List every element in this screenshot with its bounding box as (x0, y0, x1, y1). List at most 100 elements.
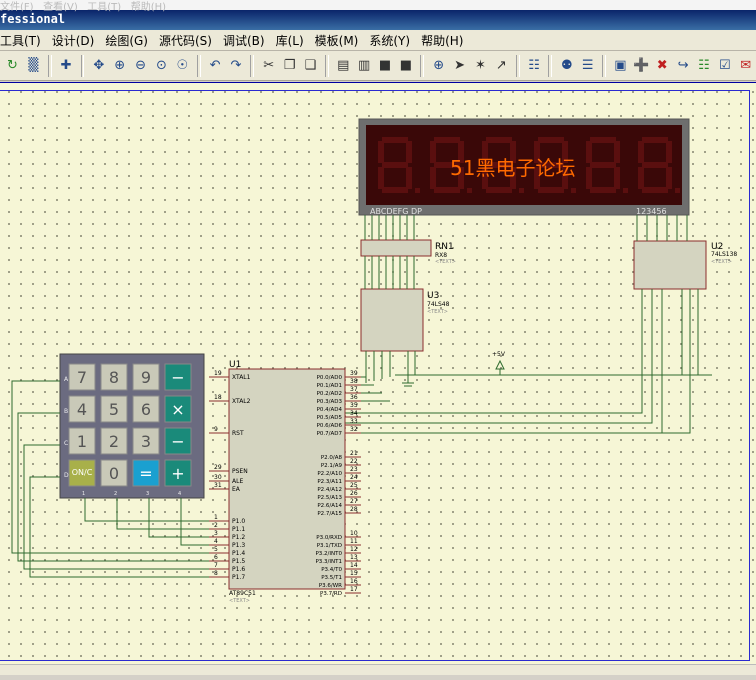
pan-icon[interactable]: ✥ (93, 58, 105, 73)
menu-item-4[interactable]: 调试(B) (222, 33, 265, 48)
u1-pin-name: P1.7 (232, 574, 245, 581)
wire-autorouter-icon[interactable]: ☷ (528, 58, 540, 73)
wire-keypad-col-1 (116, 498, 209, 530)
segment-c (458, 167, 464, 189)
electrical-check-icon[interactable]: ☑ (719, 58, 731, 73)
u1-at89c51-mcu[interactable]: U1AT89C51<TEXT>19XTAL118XTAL29RST29PSEN3… (209, 360, 361, 604)
property-tool-icon[interactable]: ☰ (581, 58, 594, 73)
cut-icon[interactable]: ✂ (263, 58, 275, 73)
copy-icon[interactable]: ❐ (283, 58, 296, 73)
key-button[interactable] (164, 395, 192, 423)
zoom-area-icon[interactable]: ☉ (176, 58, 189, 73)
menu-item-0[interactable]: 工具(T) (0, 33, 41, 48)
key-button[interactable] (68, 427, 96, 455)
u1-pin-name: P0.4/AD4 (317, 407, 343, 413)
zoom-in-icon[interactable]: ⊕ (114, 58, 126, 73)
digit-5 (586, 137, 628, 193)
key-label: 9 (141, 368, 151, 387)
zoom-all-icon[interactable]: ⊙ (156, 58, 167, 73)
menu-item-2[interactable]: 绘图(G) (105, 33, 148, 48)
segment-e (586, 167, 592, 189)
menu-item-3[interactable]: 源代码(S) (158, 33, 212, 48)
key-button[interactable] (132, 363, 160, 391)
key-button[interactable] (132, 459, 160, 487)
segment-c (614, 167, 620, 189)
redo-icon[interactable]: ↷ (230, 58, 242, 73)
key-button[interactable] (100, 395, 128, 423)
search-icon[interactable]: ⚉ (560, 58, 573, 73)
package-icon[interactable]: ✶ (474, 58, 486, 73)
u1-pin-number: 28 (350, 506, 358, 513)
u1-pin-number: 36 (350, 394, 358, 401)
u1-pin-number: 39 (350, 370, 358, 377)
u2-ref: U2 (711, 242, 723, 252)
goto-sheet-icon[interactable]: ↪ (677, 58, 689, 73)
key-label: 0 (109, 464, 119, 483)
menu-item-6[interactable]: 模板(M) (314, 33, 359, 48)
segment-f (430, 141, 436, 163)
key-button[interactable] (164, 459, 192, 487)
grid-icon[interactable]: ▒ (28, 58, 39, 73)
remove-sheet-icon[interactable]: ✖ (656, 58, 668, 73)
key-button[interactable] (100, 363, 128, 391)
u1-pin-name: P3.6/WR (319, 583, 342, 589)
paste-icon[interactable]: ❑ (304, 58, 317, 73)
u1-pin-name: XTAL2 (232, 398, 251, 405)
add-sheet-icon[interactable]: ➕ (633, 58, 650, 73)
zoom-out-icon[interactable]: ⊖ (135, 58, 147, 73)
key-button[interactable] (164, 363, 192, 391)
u1-pin-name: P2.0/A8 (321, 455, 343, 461)
key-button[interactable] (132, 395, 160, 423)
origin-icon[interactable]: ✚ (60, 58, 72, 73)
menu-item-5[interactable]: 库(L) (275, 33, 304, 48)
toolbar-separator (420, 54, 425, 77)
segment-d (590, 187, 616, 193)
segment-f (482, 141, 488, 163)
u1-pin-number: 18 (214, 394, 222, 401)
key-button[interactable] (68, 459, 96, 487)
keypad-col-label: 3 (146, 491, 149, 497)
netlist-icon[interactable]: ✉ (740, 58, 752, 73)
pick-device-icon[interactable]: ⊕ (433, 58, 445, 73)
key-button[interactable] (132, 427, 160, 455)
block-delete-icon[interactable]: ■ (399, 58, 413, 73)
block-move-icon[interactable]: ▥ (357, 58, 371, 73)
u2-text: <TEXT> (711, 259, 732, 265)
key-button[interactable] (68, 395, 96, 423)
u1-pin-name: P0.6/AD6 (317, 423, 343, 429)
make-device-icon[interactable]: ➤ (454, 58, 465, 73)
u2-body (633, 240, 707, 290)
u1-pin-number: 2 (214, 522, 218, 529)
toolbar-separator (80, 54, 85, 77)
key-button[interactable] (100, 459, 128, 487)
block-copy-icon[interactable]: ▤ (337, 58, 350, 73)
u3-ref: U3 (427, 291, 439, 301)
wire-keypad-row-1 (17, 412, 209, 562)
bill-of-materials-icon[interactable]: ☷ (698, 58, 710, 73)
segment-d (486, 187, 512, 193)
refresh-icon[interactable]: ↻ (6, 58, 18, 73)
u1-pin-name: P3.3/INT1 (315, 559, 342, 565)
u1-pin-name: P0.2/AD2 (317, 391, 342, 397)
segment-e (482, 167, 488, 189)
u3-text: <TEXT> (427, 309, 448, 315)
menu-item-1[interactable]: 设计(D) (51, 33, 95, 48)
decompose-icon[interactable]: ↗ (495, 58, 507, 73)
wire-keypad-row-0 (11, 380, 209, 554)
key-button[interactable] (164, 427, 192, 455)
block-rotate-icon[interactable]: ■ (378, 58, 392, 73)
key-button[interactable] (68, 363, 96, 391)
key-button[interactable] (100, 427, 128, 455)
horizontal-scrollbar[interactable] (0, 664, 756, 675)
new-sheet-icon[interactable]: ▣ (614, 58, 627, 73)
undo-icon[interactable]: ↶ (209, 58, 221, 73)
menu-item-8[interactable]: 帮助(H) (421, 33, 464, 48)
menu-item-7[interactable]: 系统(Y) (369, 33, 411, 48)
